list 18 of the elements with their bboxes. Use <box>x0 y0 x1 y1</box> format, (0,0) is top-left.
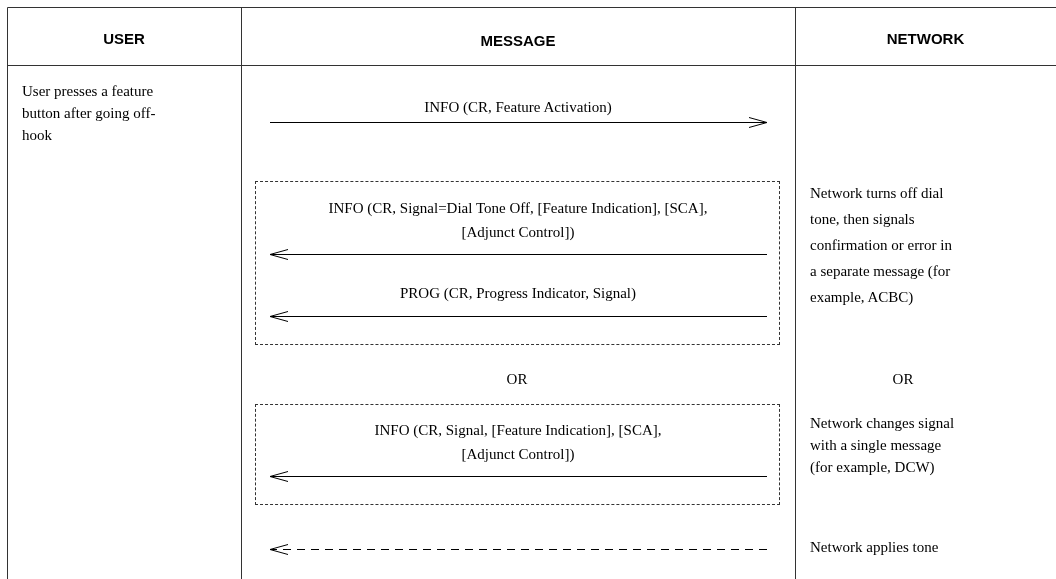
message-label: PROG (CR, Progress Indicator, Signal) <box>398 284 638 303</box>
step-description: User presses a feature button after going off-hook <box>22 82 157 145</box>
alternative-label: OR <box>891 370 915 389</box>
arrow <box>269 311 768 322</box>
arrow <box>269 249 768 260</box>
alternative-label: OR <box>505 370 529 389</box>
arrow <box>269 471 768 482</box>
step-description: Network changes signal with a single message (for example, DCW) <box>810 414 956 477</box>
column-header: MESSAGE <box>479 31 557 51</box>
step-description: Network applies tone <box>810 538 940 557</box>
message-label: INFO (CR, Signal=Dial Tone Off, [Feature Indication], [SCA], [Adjunct Control]) <box>327 199 709 242</box>
dashed-group-box <box>255 181 780 345</box>
message-label: INFO (CR, Feature Activation) <box>423 98 613 117</box>
column-header: NETWORK <box>885 29 966 49</box>
dashed-group-box <box>255 404 780 505</box>
message-label: INFO (CR, Signal, [Feature Indication], [SCA], [Adjunct Control]) <box>373 421 663 464</box>
step-description: Network turns off dial tone, then signals confirmation or error in a separate message (for example, ACBC) <box>810 184 954 307</box>
column-header: USER <box>102 29 146 49</box>
